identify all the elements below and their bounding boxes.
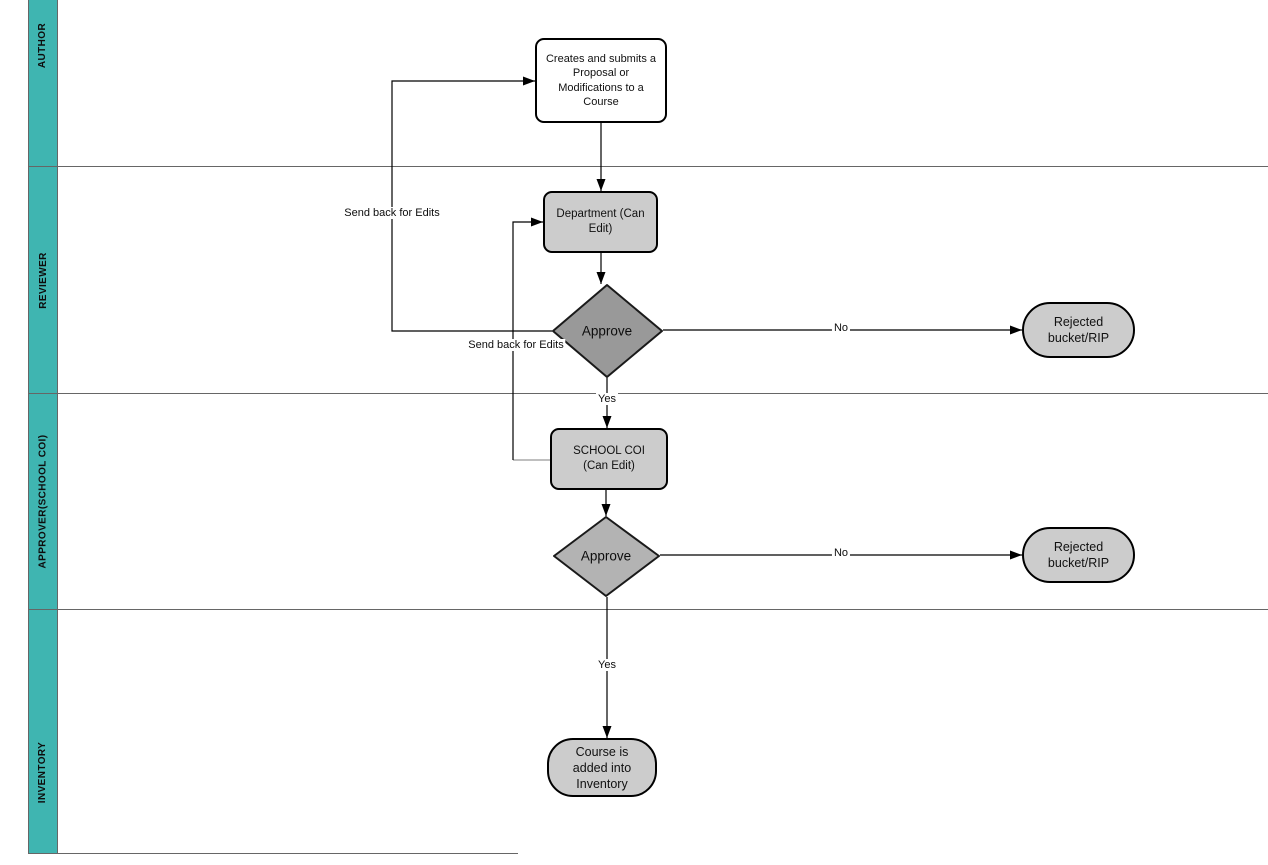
node-rejected-bucket-1-label: Rejected bucket/RIP (1047, 315, 1110, 345)
node-rejected-bucket-2-label: Rejected bucket/RIP (1047, 540, 1110, 570)
lane-header-bar (28, 0, 58, 854)
approve1-diamond (552, 284, 663, 378)
approve1-label: Approve (581, 323, 633, 339)
approve2-label: Approve (580, 548, 632, 564)
lane-divider-1 (28, 166, 1268, 167)
edge-approve1-sendback-to-start (391, 76, 552, 332)
node-school-coi: SCHOOL COI (Can Edit) (550, 428, 668, 490)
edge-label-no-1: No (831, 322, 851, 334)
node-department: Department (Can Edit) (543, 191, 658, 253)
node-school-coi-label: SCHOOL COI (Can Edit) (573, 445, 645, 472)
edge-school-sendback-to-department (512, 217, 543, 460)
edge-label-no-2: No (831, 547, 851, 559)
lane-divider-2 (28, 393, 1268, 394)
node-create-proposal-label: Creates and submits a Proposal or Modifi… (545, 52, 657, 109)
approve2-diamond (553, 516, 660, 597)
edge-label-yes-2: Yes (596, 659, 618, 671)
node-rejected-bucket-1: Rejected bucket/RIP (1022, 302, 1135, 358)
node-create-proposal: Creates and submits a Proposal or Modifi… (535, 38, 667, 123)
edge-label-send-back-1: Send back for Edits (342, 207, 442, 219)
edge-label-yes-1: Yes (596, 393, 618, 405)
edge-label-send-back-2: Send back for Edits (466, 339, 566, 351)
lane-divider-bottom (28, 853, 518, 854)
node-department-label: Department (Can Edit) (556, 208, 645, 235)
node-course-added-inventory: Course is added into Inventory (547, 738, 657, 797)
node-course-added-inventory-label: Course is added into Inventory (572, 744, 632, 791)
lane-divider-3 (28, 609, 1268, 610)
node-rejected-bucket-2: Rejected bucket/RIP (1022, 527, 1135, 583)
